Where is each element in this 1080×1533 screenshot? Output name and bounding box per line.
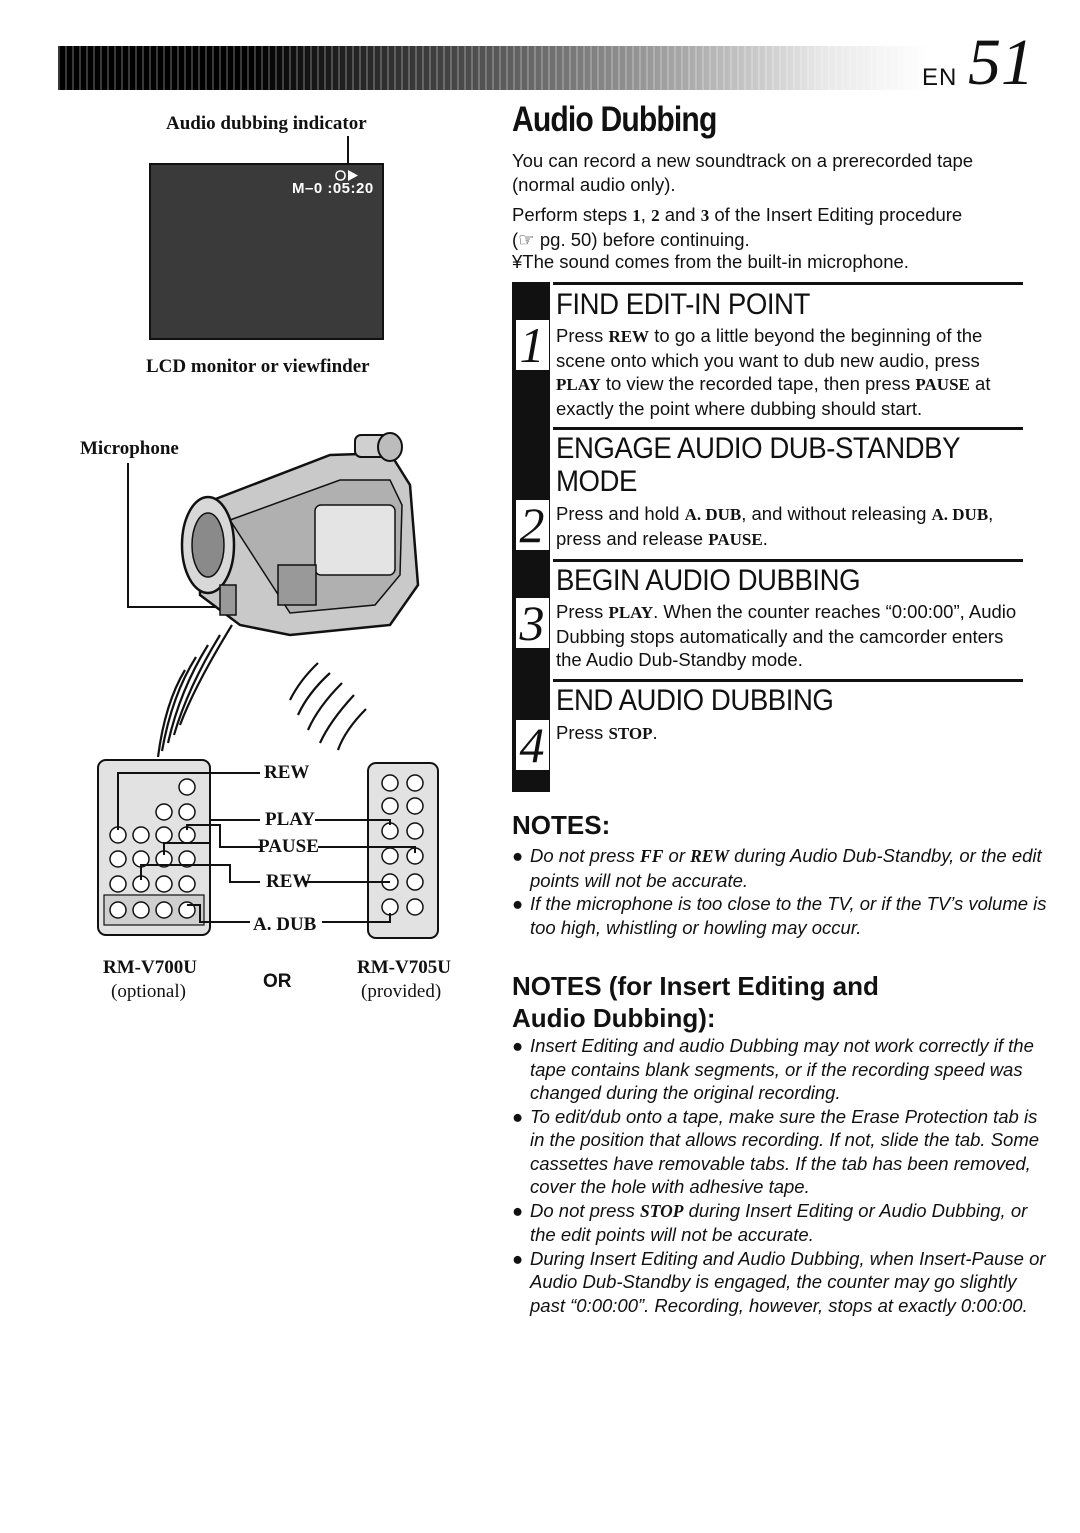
note-item: ●During Insert Editing and Audio Dubbing…	[512, 1247, 1046, 1316]
step-3-number: 3	[512, 598, 552, 648]
intro-paragraph-1: You can record a new soundtrack on a pre…	[512, 150, 974, 195]
remote-right-model: RM-V705U	[357, 957, 451, 978]
header-bar	[58, 46, 928, 90]
header-bar-stripes	[58, 46, 928, 90]
step-4-rule	[553, 679, 1023, 682]
page-number: 51	[968, 26, 1034, 99]
notes-insert-editing-list: ●Insert Editing and audio Dubbing may no…	[512, 1034, 1048, 1317]
audio-dubbing-indicator-label: Audio dubbing indicator	[166, 113, 367, 134]
note-item: ●Do not press FF or REW during Audio Dub…	[512, 845, 1042, 891]
counter-display: M–0 :05:20	[292, 180, 374, 197]
note-item: ●If the microphone is too close to the T…	[512, 893, 1047, 938]
camcorder-illustration	[97, 432, 439, 939]
adub-label: A. DUB	[253, 914, 317, 935]
notes-heading: NOTES:	[512, 810, 611, 840]
step-3-rule	[553, 559, 1023, 562]
step-1-body: Press REW to go a little beyond the begi…	[556, 325, 991, 419]
step-1-number: 1	[512, 320, 552, 370]
note-item: ●Insert Editing and audio Dubbing may no…	[512, 1035, 1034, 1103]
remote-left-note: (optional)	[111, 981, 186, 1002]
pause-label: PAUSE	[258, 836, 319, 857]
remote-right-note: (provided)	[361, 981, 442, 1002]
step-3-title: BEGIN AUDIO DUBBING	[556, 564, 861, 597]
rew-label: REW	[266, 871, 312, 892]
rew-top-label: REW	[264, 762, 310, 783]
play-label: PLAY	[265, 809, 315, 830]
step-4-title: END AUDIO DUBBING	[556, 684, 834, 717]
lcd-monitor-label: LCD monitor or viewfinder	[146, 356, 370, 377]
microphone-label: Microphone	[80, 438, 179, 459]
step-4-body: Press STOP.	[556, 722, 658, 743]
notes-list: ●Do not press FF or REW during Audio Dub…	[512, 844, 1048, 939]
page-language: EN	[922, 64, 958, 91]
step-1-rule	[553, 282, 1023, 285]
step-2-body: Press and hold A. DUB, and without relea…	[556, 503, 994, 549]
intro-paragraph-3: ¥The sound comes from the built-in micro…	[512, 251, 909, 272]
page-title: Audio Dubbing	[512, 100, 717, 139]
audio-dubbing-icon	[335, 170, 358, 181]
step-4-number: 4	[512, 720, 552, 770]
note-item: ●To edit/dub onto a tape, make sure the …	[512, 1105, 1040, 1198]
or-label: OR	[263, 971, 292, 992]
page-reference: (☞ pg. 50) before continuing.	[512, 228, 750, 250]
intro-paragraph-2: Perform steps 1, 2 and 3 of the Insert E…	[512, 204, 963, 250]
step-3-body: Press PLAY. When the counter reaches “0:…	[556, 601, 1017, 670]
lcd-monitor-illustration	[149, 136, 384, 340]
step-1-title: FIND EDIT-IN POINT	[556, 288, 810, 321]
note-item: ●Do not press STOP during Insert Editing…	[512, 1199, 1028, 1246]
step-2-number: 2	[512, 500, 552, 550]
remote-left-model: RM-V700U	[103, 957, 197, 978]
step-2-rule	[553, 427, 1023, 430]
